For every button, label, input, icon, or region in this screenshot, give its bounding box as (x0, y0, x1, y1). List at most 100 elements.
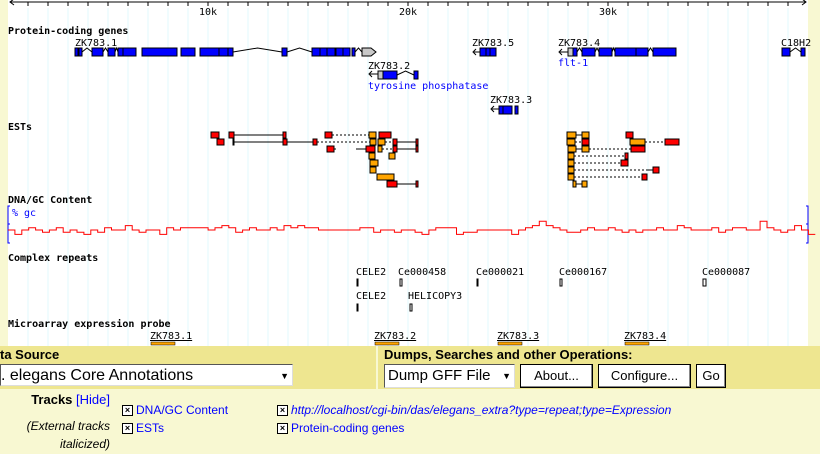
probe-label[interactable]: ZK783.2 (374, 331, 416, 342)
est-feature[interactable] (572, 180, 577, 188)
repeat-feature[interactable] (356, 303, 359, 312)
est-feature[interactable] (652, 166, 660, 174)
probe-feature[interactable] (374, 341, 400, 346)
est-feature[interactable] (228, 131, 235, 139)
repeat-feature[interactable] (399, 278, 403, 287)
est-feature[interactable] (282, 131, 287, 139)
gene-utr[interactable] (377, 70, 384, 80)
gene-exon[interactable] (180, 47, 196, 57)
gene-exon[interactable] (227, 47, 234, 57)
est-feature[interactable] (210, 131, 220, 139)
hide-tracks-link[interactable]: [Hide] (76, 392, 110, 407)
probe-feature[interactable] (624, 341, 650, 346)
est-feature[interactable] (282, 138, 288, 146)
est-feature[interactable] (377, 138, 386, 146)
est-feature[interactable] (567, 145, 577, 153)
est-feature[interactable] (415, 145, 419, 153)
ruler-right-arrow-icon[interactable] (801, 0, 807, 6)
gene-exon[interactable] (351, 47, 356, 57)
probe-feature[interactable] (497, 341, 523, 346)
repeat-feature[interactable] (476, 278, 479, 287)
gene-exon[interactable] (199, 47, 220, 57)
gene-exon[interactable] (413, 70, 419, 80)
est-feature[interactable] (630, 145, 646, 153)
gene-exon[interactable] (141, 47, 178, 57)
est-feature[interactable] (324, 131, 333, 139)
gene-exon[interactable] (335, 47, 344, 57)
track-checkbox-external-das[interactable]: ×http://localhost/cgi-bin/das/elegans_ex… (277, 403, 671, 417)
est-feature[interactable] (368, 131, 377, 139)
gene-exon[interactable] (74, 47, 79, 57)
est-feature[interactable] (378, 131, 392, 139)
est-feature[interactable] (326, 145, 335, 153)
gene-utr[interactable] (567, 47, 574, 57)
gene-exon[interactable] (91, 47, 104, 57)
gene-exon[interactable] (382, 70, 398, 80)
probe-label[interactable]: ZK783.3 (497, 331, 539, 342)
est-feature[interactable] (386, 180, 398, 188)
est-feature[interactable] (629, 138, 646, 146)
est-feature[interactable] (415, 138, 419, 146)
est-feature[interactable] (376, 173, 395, 181)
gene-exon[interactable] (498, 105, 504, 115)
est-feature[interactable] (388, 152, 396, 160)
gene-exon[interactable] (781, 47, 791, 57)
checkbox-checked-icon[interactable]: × (122, 422, 133, 434)
est-feature[interactable] (415, 180, 419, 188)
gene-exon[interactable] (489, 47, 497, 57)
gene-exon[interactable] (502, 105, 513, 115)
repeat-feature[interactable] (702, 278, 707, 287)
gene-exon[interactable] (342, 47, 351, 57)
checkbox-checked-icon[interactable]: × (277, 404, 288, 416)
gene-exon[interactable] (122, 47, 137, 57)
est-feature[interactable] (369, 159, 379, 167)
gene-exon[interactable] (281, 47, 288, 57)
est-feature[interactable] (377, 145, 383, 153)
est-feature[interactable] (216, 138, 225, 146)
ruler-left-arrow-icon[interactable] (9, 0, 15, 6)
est-feature[interactable] (567, 166, 575, 174)
est-feature[interactable] (581, 131, 590, 139)
est-feature[interactable] (567, 152, 575, 160)
est-feature[interactable] (624, 152, 629, 160)
track-checkbox-protein-coding[interactable]: ×Protein-coding genes (277, 421, 404, 435)
gene-exon[interactable] (117, 47, 124, 57)
go-button[interactable]: Go (696, 364, 726, 388)
gene-exon[interactable] (107, 47, 116, 57)
est-feature[interactable] (566, 131, 577, 139)
est-feature[interactable] (368, 152, 376, 160)
repeat-feature[interactable] (559, 278, 563, 287)
est-feature[interactable] (369, 138, 377, 146)
track-checkbox-ests[interactable]: ×ESTs (122, 421, 164, 435)
gene-exon[interactable] (635, 47, 649, 57)
gene-exon[interactable] (581, 47, 596, 57)
gene-exon[interactable] (326, 47, 336, 57)
est-feature[interactable] (664, 138, 680, 146)
gene-exon[interactable] (652, 47, 677, 57)
est-feature[interactable] (620, 159, 629, 167)
est-feature[interactable] (566, 138, 576, 146)
est-feature[interactable] (392, 145, 398, 153)
est-feature[interactable] (369, 166, 377, 174)
gene-exon[interactable] (800, 47, 806, 57)
est-feature[interactable] (581, 138, 590, 146)
est-feature[interactable] (312, 138, 318, 146)
est-feature[interactable] (392, 138, 398, 146)
repeat-feature[interactable] (409, 303, 413, 312)
gene-exon[interactable] (614, 47, 637, 57)
est-feature[interactable] (567, 173, 575, 181)
gene-exon[interactable] (598, 47, 613, 57)
data-source-select[interactable]: . elegans Core Annotations ▼ (0, 364, 293, 386)
probe-label[interactable]: ZK783.1 (150, 331, 192, 342)
gene-exon[interactable] (479, 47, 487, 57)
probe-feature[interactable] (150, 341, 176, 346)
probe-label[interactable]: ZK783.4 (624, 331, 666, 342)
track-checkbox-dna-gc[interactable]: ×DNA/GC Content (122, 403, 228, 417)
est-feature[interactable] (567, 159, 575, 167)
est-feature[interactable] (641, 173, 648, 181)
est-feature[interactable] (232, 138, 235, 146)
gene-exon[interactable] (319, 47, 328, 57)
gene-exon[interactable] (218, 47, 229, 57)
gene-exon[interactable] (311, 47, 321, 57)
